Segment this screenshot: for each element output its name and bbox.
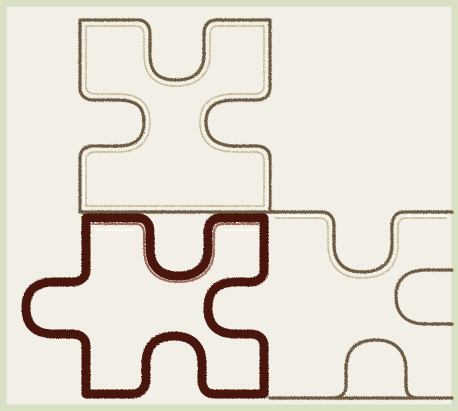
puzzle-piece-top-left[interactable] <box>80 20 270 212</box>
puzzle-piece-bottom-right-outline <box>270 212 452 398</box>
puzzle-piece-bottom-right[interactable] <box>270 212 452 398</box>
puzzle-piece-top-left-outline <box>80 20 270 212</box>
puzzle-piece-bottom-left-selected[interactable] <box>26 218 264 394</box>
puzzle-piece-top-left-inner-line <box>86 26 264 206</box>
